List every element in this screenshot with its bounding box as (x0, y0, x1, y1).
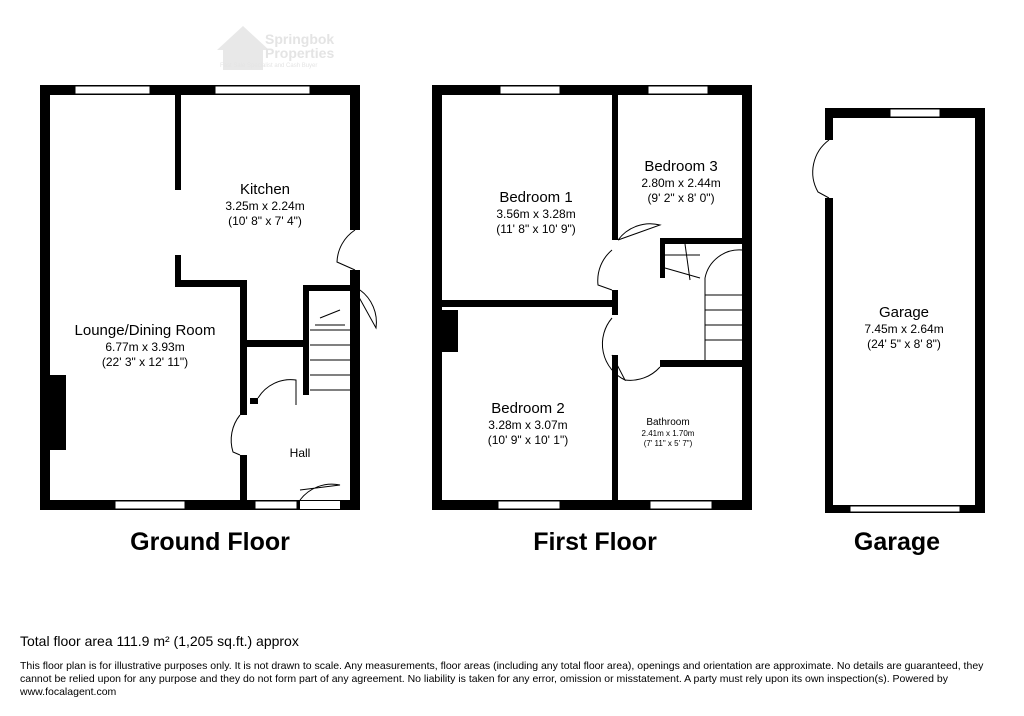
first-floor-label: First Floor (533, 528, 657, 556)
logo-name-2: Properties (265, 45, 335, 61)
total-floor-area: Total floor area 111.9 m² (1,205 sq.ft.)… (20, 633, 299, 649)
ground-floor-walls (40, 85, 360, 510)
first-floor-windows (497, 85, 713, 510)
house-logo-icon (217, 26, 269, 70)
room-hall: Hall (289, 446, 311, 460)
logo-tagline: Fast Sale Specialist and Cash Buyer (220, 63, 318, 69)
ground-floor-doors (230, 229, 377, 501)
ground-floor-windows (74, 85, 340, 510)
garage-door (812, 139, 830, 199)
ground-stairs (310, 309, 350, 391)
first-floor-walls (432, 85, 752, 510)
garage-windows (849, 108, 961, 513)
ground-floor-label: Ground Floor (130, 528, 290, 556)
logo-name-1: Springbok (265, 31, 335, 47)
disclaimer: This floor plan is for illustrative purp… (20, 660, 984, 698)
garage-label: Garage (853, 528, 941, 556)
first-floor-doors-stairs (597, 223, 743, 382)
